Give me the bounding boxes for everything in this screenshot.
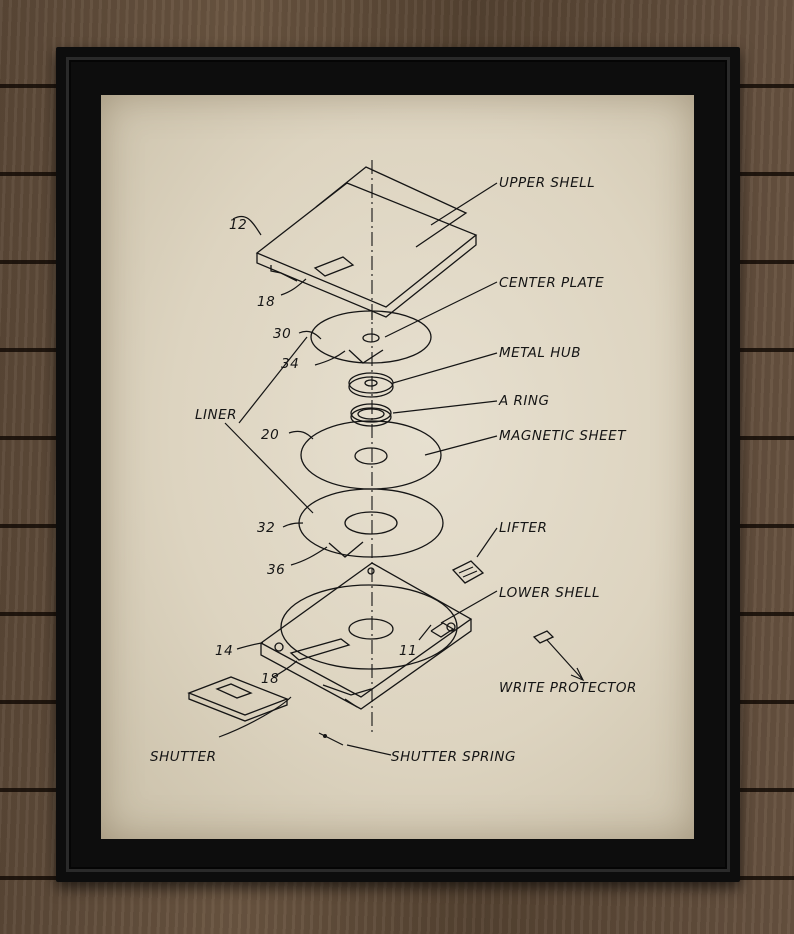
- ref-32: 32: [257, 520, 275, 536]
- metal-hub-part: [348, 372, 394, 398]
- lifter-part: [451, 560, 485, 584]
- label-shutter-spring: SHUTTER SPRING: [391, 749, 516, 765]
- frame-bevel: [66, 57, 730, 872]
- exploded-diagram: UPPER SHELL CENTER PLATE METAL HUB A RIN…: [150, 160, 637, 765]
- label-lifter: LIFTER: [499, 520, 547, 536]
- liner-bottom-part: [298, 488, 444, 558]
- ref-18-upper: 18: [257, 294, 275, 310]
- ref-18-lower: 18: [261, 671, 279, 687]
- label-a-ring: A RING: [498, 393, 549, 409]
- label-liner: LINER: [195, 407, 237, 423]
- shutter-part: [187, 676, 289, 722]
- patent-print: UPPER SHELL CENTER PLATE METAL HUB A RIN…: [101, 95, 694, 839]
- shutter-spring-part: [318, 732, 344, 746]
- label-shutter: SHUTTER: [150, 749, 217, 765]
- label-write-protector: WRITE PROTECTOR: [499, 680, 637, 696]
- a-ring-part: [350, 403, 392, 427]
- ref-14: 14: [215, 643, 233, 659]
- lower-shell-part: [259, 562, 473, 710]
- label-magnetic-sheet: MAGNETIC SHEET: [499, 428, 627, 444]
- ref-36: 36: [267, 562, 285, 578]
- label-lower-shell: LOWER SHELL: [499, 585, 600, 601]
- ref-20: 20: [261, 427, 279, 443]
- ref-12: 12: [229, 217, 247, 233]
- magnetic-sheet-part: [300, 420, 442, 490]
- liner-top-part: [310, 310, 432, 364]
- ref-34: 34: [281, 356, 299, 372]
- ref-30: 30: [273, 326, 291, 342]
- label-center-plate: CENTER PLATE: [499, 275, 604, 291]
- label-upper-shell: UPPER SHELL: [499, 175, 595, 191]
- write-protector-part: [532, 630, 555, 644]
- ref-11: 11: [399, 643, 417, 659]
- leader-lines: [218, 182, 585, 756]
- label-metal-hub: METAL HUB: [499, 345, 581, 361]
- upper-shell-part: [255, 166, 478, 320]
